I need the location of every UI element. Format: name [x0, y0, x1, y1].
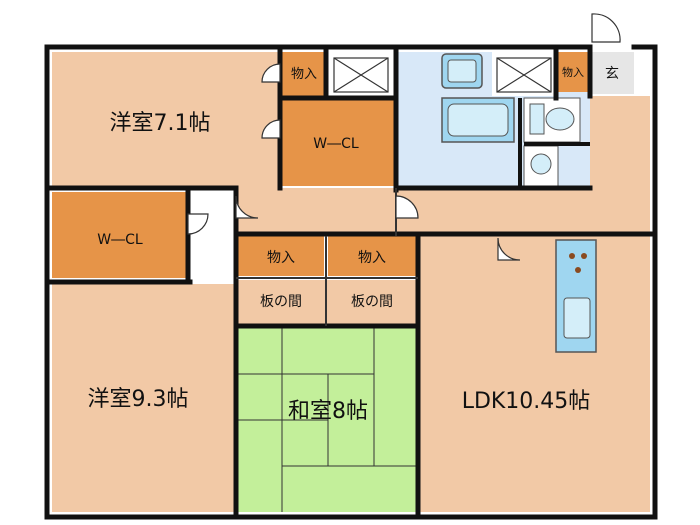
room-label-itanoma-a: 板の間 [260, 294, 302, 310]
room-wcl-top [282, 100, 394, 186]
room-label-closet-mid-b: 物入 [358, 250, 386, 266]
door-swing-icon [261, 63, 281, 83]
closet-top-b [558, 52, 588, 92]
room-label-western-9: 洋室9.3帖 [88, 387, 189, 412]
room-western-9 [52, 284, 234, 512]
walls [44, 44, 658, 520]
room-label-itanoma-b: 板の間 [351, 294, 393, 310]
kitchen-sink-icon [563, 297, 591, 339]
room-ldk [420, 236, 650, 512]
closet-mid-b [328, 236, 416, 276]
closet-mid-a [238, 236, 324, 276]
room-label-ldk: LDK10.45帖 [462, 389, 591, 414]
room-label-western-7: 洋室7.1帖 [110, 111, 211, 136]
tatami-lines [238, 328, 416, 512]
closet-top-a [282, 52, 326, 96]
genkan-area [590, 52, 634, 94]
room-label-closet-top-a: 物入 [291, 67, 317, 82]
room-label-closet-mid-a: 物入 [267, 250, 295, 266]
kitchen-counter [555, 239, 597, 353]
room-label-wcl-top: W―CL [313, 136, 359, 152]
doors [187, 13, 621, 261]
room-label-wcl-left: W―CL [97, 232, 143, 248]
storage-crosses [333, 57, 552, 93]
room-label-washitsu: 和室8帖 [288, 399, 368, 424]
room-label-closet-top-b: 物入 [562, 65, 584, 79]
room-western-7 [52, 52, 280, 188]
stove-burner-icon [569, 253, 575, 259]
room-label-genkan: 玄 [605, 65, 619, 82]
corridor-east [590, 96, 650, 236]
corridor [236, 188, 650, 234]
bath-fixtures [441, 53, 590, 188]
room-wcl-left [52, 192, 186, 278]
